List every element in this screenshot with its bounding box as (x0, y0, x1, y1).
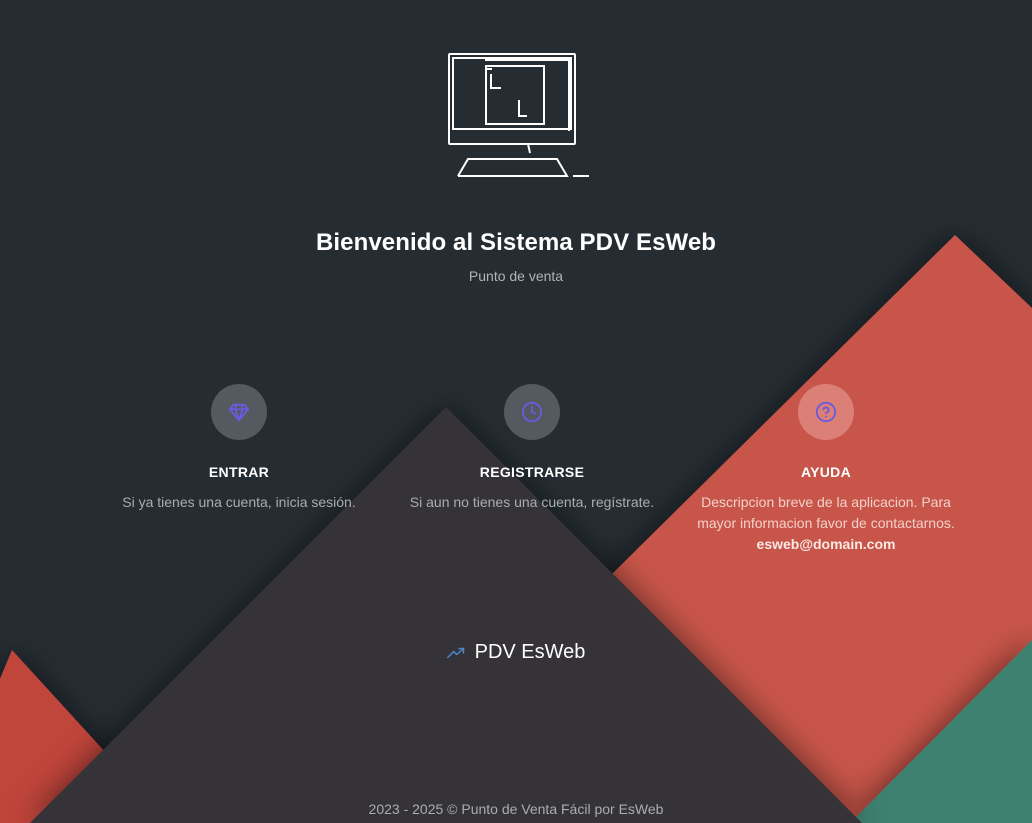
feature-registrarse[interactable]: REGISTRARSE Si aun no tienes una cuenta,… (402, 384, 662, 513)
computer-logo (0, 50, 1032, 185)
entrar-link[interactable]: ENTRAR (208, 464, 270, 480)
clock-icon (521, 401, 543, 423)
feature-entrar[interactable]: ENTRAR Si ya tienes una cuenta, inicia s… (109, 384, 369, 513)
registrarse-icon-circle[interactable] (504, 384, 560, 440)
question-circle-icon (815, 401, 837, 423)
brand-name: PDV EsWeb (474, 641, 586, 663)
registrarse-link[interactable]: REGISTRARSE (479, 464, 585, 480)
diamond-icon (228, 403, 250, 422)
registrarse-description: Si aun no tienes una cuenta, regístrate. (409, 494, 655, 510)
ayuda-description: Descripcion breve de la aplicacion. Para… (686, 492, 966, 555)
entrar-description: Si ya tienes una cuenta, inicia sesión. (122, 494, 356, 510)
green-triangle (850, 640, 1032, 823)
contact-email[interactable]: esweb@domain.com (756, 536, 896, 552)
ayuda-icon-circle[interactable] (798, 384, 854, 440)
entrar-icon-circle[interactable] (211, 384, 267, 440)
dark-triangle (30, 407, 862, 823)
ayuda-description-text: Descripcion breve de la aplicacion. Para… (697, 494, 955, 531)
computer-icon (448, 53, 589, 177)
feature-ayuda[interactable]: AYUDA Descripcion breve de la aplicacion… (686, 384, 966, 555)
trending-up-icon (446, 647, 464, 658)
footer-text: 2023 - 2025 © Punto de Venta Fácil por E… (368, 801, 664, 817)
page-title: Bienvenido al Sistema PDV EsWeb (315, 229, 717, 256)
page-subtitle: Punto de venta (468, 268, 564, 284)
brand[interactable]: PDV EsWeb (0, 641, 1032, 664)
ayuda-link[interactable]: AYUDA (801, 464, 851, 480)
